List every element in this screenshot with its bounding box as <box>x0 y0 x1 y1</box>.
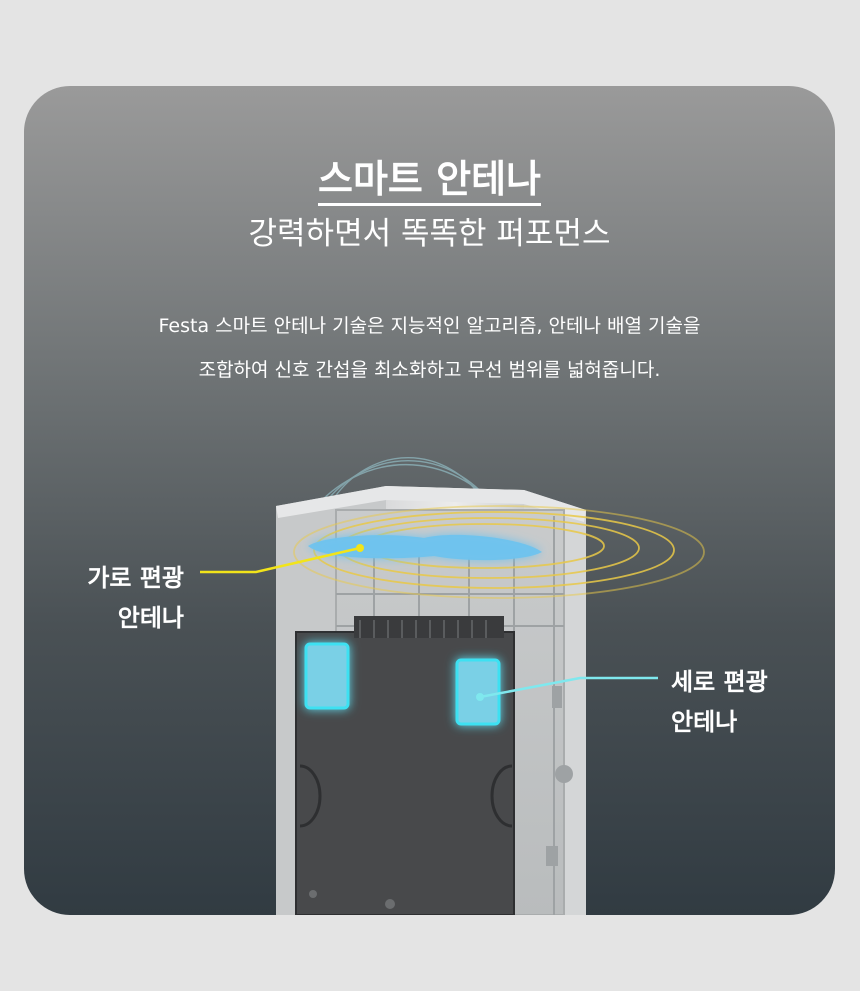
page-subtitle: 강력하면서 똑똑한 퍼포먼스 <box>248 216 611 252</box>
vertical-antenna-label: 세로 편광 안테나 <box>671 662 768 742</box>
feature-card: 스마트 안테나 강력하면서 똑똑한 퍼포먼스 Festa 스마트 안테나 기술은… <box>24 86 835 915</box>
horizontal-antenna-label: 가로 편광 안테나 <box>64 558 184 638</box>
description-line-1: Festa 스마트 안테나 기술은 지능적인 알고리즘, 안테나 배열 기술을 <box>158 315 701 337</box>
horizontal-label-line-2: 안테나 <box>117 604 184 632</box>
vertical-antenna-right <box>455 658 501 726</box>
horizontal-antenna <box>308 534 542 561</box>
page-title: 스마트 안테나 <box>24 156 835 206</box>
vertical-label-line-2: 안테나 <box>671 708 738 736</box>
title-text: 스마트 안테나 <box>318 157 541 206</box>
description-line-2: 조합하여 신호 간섭을 최소화하고 무선 범위를 넓혀줍니다. <box>198 359 661 381</box>
access-point-illustration <box>200 457 705 915</box>
vertical-callout-leader <box>476 676 658 701</box>
description: Festa 스마트 안테나 기술은 지능적인 알고리즘, 안테나 배열 기술을 … <box>24 304 835 392</box>
horizontal-label-line-1: 가로 편광 <box>87 564 184 592</box>
vertical-label-line-1: 세로 편광 <box>671 668 768 696</box>
horizontal-callout-leader <box>200 544 364 574</box>
vertical-antenna-left <box>304 642 350 710</box>
